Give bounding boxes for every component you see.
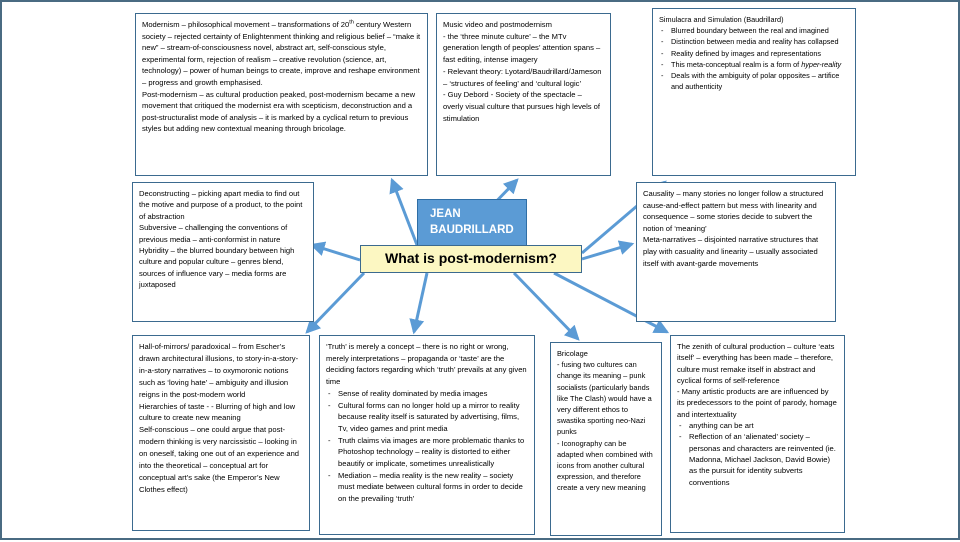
arrow-to-hall-of-mirrors <box>305 271 366 334</box>
list-item: Truth claims via images are more problem… <box>326 435 528 470</box>
center-person-line2: BAUDRILLARD <box>430 224 514 236</box>
music-video-note[interactable]: Music video and postmodernism - the ‘thr… <box>436 13 611 176</box>
music-video-title: Music video and postmodernism <box>443 20 552 29</box>
list-item: Mediation – media reality is the new rea… <box>326 470 528 505</box>
arrow-to-truth <box>409 272 429 335</box>
list-item: Reality defined by images and representa… <box>659 48 849 59</box>
deconstructing-paragraph-2: Subversive – challenging the conventions… <box>139 223 288 244</box>
list-item: anything can be art <box>677 420 838 432</box>
list-item: This meta-conceptual realm is a form of … <box>659 59 849 70</box>
list-item: Deals with the ambiguity of polar opposi… <box>659 70 849 92</box>
hyper-reality-term: hyper-reality <box>801 59 842 69</box>
list-item: Sense of reality dominated by media imag… <box>326 388 528 400</box>
modernism-paragraph-2: Post-modernism – as cultural production … <box>142 89 416 134</box>
bricolage-paragraph-2: - Iconography can be adapted when combin… <box>557 438 653 493</box>
causality-paragraph-1: Causality – many stories no longer follo… <box>643 189 824 233</box>
list-item: Cultural forms can no longer hold up a m… <box>326 400 528 435</box>
bricolage-note[interactable]: Bricolage - fusing two cultures can chan… <box>550 342 662 536</box>
music-video-paragraph-3: - Guy Debord - Society of the spectacle … <box>443 90 601 123</box>
hall-of-mirrors-note[interactable]: Hall-of-mirrors/ paradoxical – from Esch… <box>132 335 310 531</box>
hall-of-mirrors-paragraph-3: Self-conscious – one could argue that po… <box>139 425 300 494</box>
deconstructing-paragraph-1: Deconstructing – picking apart media to … <box>139 189 303 221</box>
truth-bullet-list: Sense of reality dominated by media imag… <box>326 388 528 505</box>
bricolage-paragraph-1: - fusing two cultures can change its mea… <box>557 360 652 437</box>
zenith-paragraph-2: - Many artistic products are are influen… <box>677 387 837 419</box>
arrow-to-deconstructing <box>309 241 361 262</box>
zenith-bullet-list: anything can be art Reflection of an ‘al… <box>677 420 838 488</box>
hall-of-mirrors-paragraph-1: Hall-of-mirrors/ paradoxical – from Esch… <box>139 342 299 399</box>
center-question-box[interactable]: What is post-modernism? <box>360 245 582 273</box>
modernism-paragraph-1: Modernism – philosophical movement – tra… <box>142 19 421 87</box>
center-person-box[interactable]: JEAN BAUDRILLARD <box>417 199 527 247</box>
deconstructing-paragraph-3: Hybridity – the blurred boundary between… <box>139 246 295 290</box>
hall-of-mirrors-paragraph-2: Hierarchies of taste - - Blurring of hig… <box>139 401 296 423</box>
center-person-line1: JEAN <box>430 208 461 220</box>
simulacra-title: Simulacra and Simulation (Baudrillard) <box>659 15 784 24</box>
list-item: Distinction between media and reality ha… <box>659 36 849 47</box>
music-video-paragraph-2: - Relevant theory: Lyotard/Baudrillard/J… <box>443 66 602 88</box>
music-video-paragraph-1: - the ‘three minute culture’ – the MTv g… <box>443 31 601 65</box>
causality-paragraph-2: Meta-narratives – disjointed narrative s… <box>643 235 819 268</box>
zenith-note[interactable]: The zenith of cultural production – cult… <box>670 335 845 533</box>
causality-note[interactable]: Causality – many stories no longer follo… <box>636 182 836 322</box>
bricolage-title: Bricolage <box>557 349 588 358</box>
modernism-note[interactable]: Modernism – philosophical movement – tra… <box>135 13 428 176</box>
arrow-to-modernism <box>389 177 419 246</box>
simulacra-bullet-list: Blurred boundary between the real and im… <box>659 25 849 92</box>
truth-intro: ‘Truth’ is merely a concept – there is n… <box>326 342 527 387</box>
arrow-to-bricolage <box>512 271 580 341</box>
deconstructing-note[interactable]: Deconstructing – picking apart media to … <box>132 182 314 322</box>
truth-note[interactable]: ‘Truth’ is merely a concept – there is n… <box>319 335 535 535</box>
arrow-to-causality <box>581 240 635 261</box>
list-item: Blurred boundary between the real and im… <box>659 25 849 36</box>
list-item: Reflection of an ‘alienated’ society – p… <box>677 431 838 487</box>
simulacra-note[interactable]: Simulacra and Simulation (Baudrillard) B… <box>652 8 856 176</box>
zenith-paragraph-1: The zenith of cultural production – cult… <box>677 342 835 385</box>
